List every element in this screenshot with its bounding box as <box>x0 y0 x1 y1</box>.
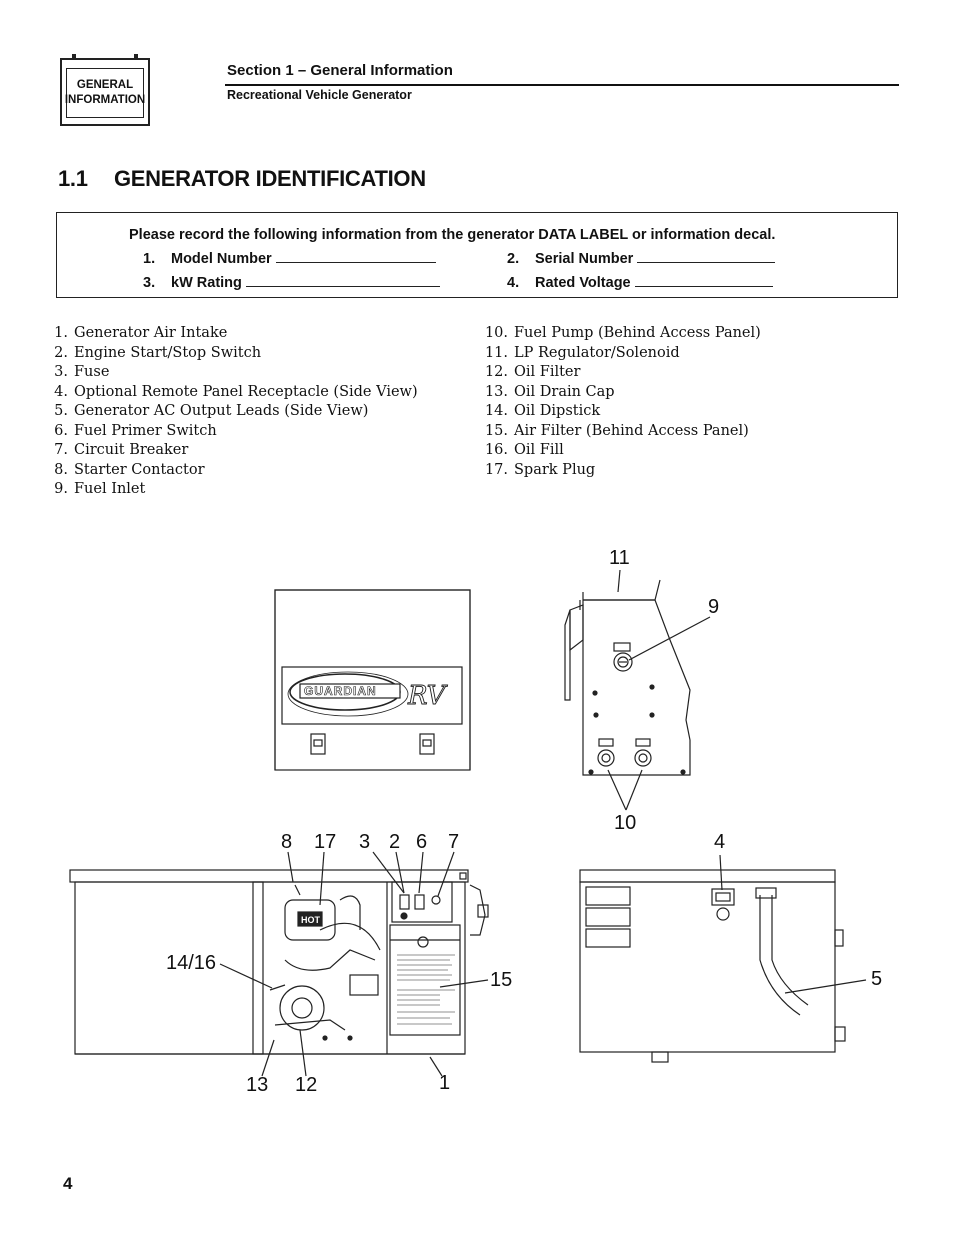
section-number: 1.1 <box>58 166 88 191</box>
callout-8: 8 <box>281 831 293 853</box>
list-item: 3.Fuse <box>54 364 110 380</box>
list-item: 6.Fuel Primer Switch <box>54 422 217 439</box>
field-label: Serial Number <box>535 251 634 267</box>
page-number: 4 <box>63 1174 73 1193</box>
brand-logo-text: GUARDIAN <box>304 684 377 698</box>
list-item: 1.Generator Air Intake <box>54 325 228 341</box>
list-item: 4.Optional Remote Panel Receptacle (Side… <box>54 383 418 400</box>
callout-1: 1 <box>439 1072 451 1094</box>
callout-14-16: 14/16 <box>166 952 217 974</box>
list-item: 2.Engine Start/Stop Switch <box>54 344 262 361</box>
field-number: 1. <box>143 251 156 267</box>
kw-rating-field: 3. kW Rating <box>143 274 440 291</box>
front-cover-view: GUARDIAN RV <box>274 589 471 771</box>
callout-6: 6 <box>416 831 428 853</box>
field-label: Rated Voltage <box>535 275 631 291</box>
list-item: 14.Oil Dipstick <box>484 403 601 419</box>
field-number: 4. <box>507 275 520 291</box>
list-item: 17.Spark Plug <box>484 461 596 478</box>
badge-line2: INFORMATION <box>64 94 146 106</box>
section-header-title: Section 1 – General Information <box>227 62 453 79</box>
list-item: 8.Starter Contactor <box>54 461 205 478</box>
front-open-view: HOT <box>69 869 489 1055</box>
header-rule <box>225 84 899 86</box>
field-label: kW Rating <box>171 275 242 291</box>
callout-15: 15 <box>490 969 513 991</box>
list-item: 5.Generator AC Output Leads (Side View) <box>54 403 369 419</box>
brand-logo-script: RV <box>407 681 448 711</box>
callout-4: 4 <box>714 831 726 853</box>
list-item: 16.Oil Fill <box>484 442 564 458</box>
callout-12: 12 <box>295 1074 318 1096</box>
callout-17: 17 <box>314 831 337 853</box>
field-label: Model Number <box>171 251 272 267</box>
list-item: 7.Circuit Breaker <box>54 442 189 458</box>
side-view-fuel <box>564 579 691 776</box>
callout-9: 9 <box>708 596 720 618</box>
callout-2: 2 <box>389 831 401 853</box>
blank-line <box>245 274 440 287</box>
field-number: 2. <box>507 251 520 267</box>
badge-label: GENERAL INFORMATION <box>64 68 146 118</box>
callout-13: 13 <box>246 1074 269 1096</box>
list-item: 12.Oil Filter <box>484 364 581 380</box>
blank-line <box>634 274 773 287</box>
field-number: 3. <box>143 275 156 291</box>
record-info-box: Please record the following information … <box>56 212 898 298</box>
rated-voltage-field: 4. Rated Voltage <box>507 274 773 291</box>
model-number-field: 1. Model Number <box>143 250 436 267</box>
callout-10: 10 <box>614 812 637 834</box>
callout-11: 11 <box>609 547 630 569</box>
list-item: 10.Fuel Pump (Behind Access Panel) <box>484 325 761 341</box>
callout-leaders <box>219 569 867 1077</box>
badge-peg <box>72 54 76 60</box>
section-header-subtitle: Recreational Vehicle Generator <box>227 88 412 102</box>
serial-number-field: 2. Serial Number <box>507 250 776 267</box>
parts-list-left: 1.Generator Air Intake 2.Engine Start/St… <box>40 324 418 500</box>
record-instruction: Please record the following information … <box>129 227 776 243</box>
callout-7: 7 <box>448 831 460 853</box>
list-item: 15.Air Filter (Behind Access Panel) <box>484 422 749 439</box>
section-title-text: GENERATOR IDENTIFICATION <box>114 166 426 191</box>
hot-label: HOT <box>301 915 321 925</box>
callout-3: 3 <box>359 831 371 853</box>
parts-list-right: 10.Fuel Pump (Behind Access Panel) 11.LP… <box>480 324 761 480</box>
blank-line <box>637 250 776 263</box>
general-information-badge: GENERAL INFORMATION <box>60 54 150 126</box>
list-item: 13.Oil Drain Cap <box>484 383 615 400</box>
list-item: 9.Fuel Inlet <box>54 481 146 497</box>
blank-line <box>275 250 436 263</box>
page-title: 1.1 GENERATOR IDENTIFICATION <box>58 166 426 192</box>
callout-5: 5 <box>871 968 883 990</box>
badge-peg <box>134 54 138 60</box>
badge-line1: GENERAL <box>76 79 134 91</box>
rear-view <box>579 869 846 1063</box>
list-item: 11.LP Regulator/Solenoid <box>484 344 680 361</box>
